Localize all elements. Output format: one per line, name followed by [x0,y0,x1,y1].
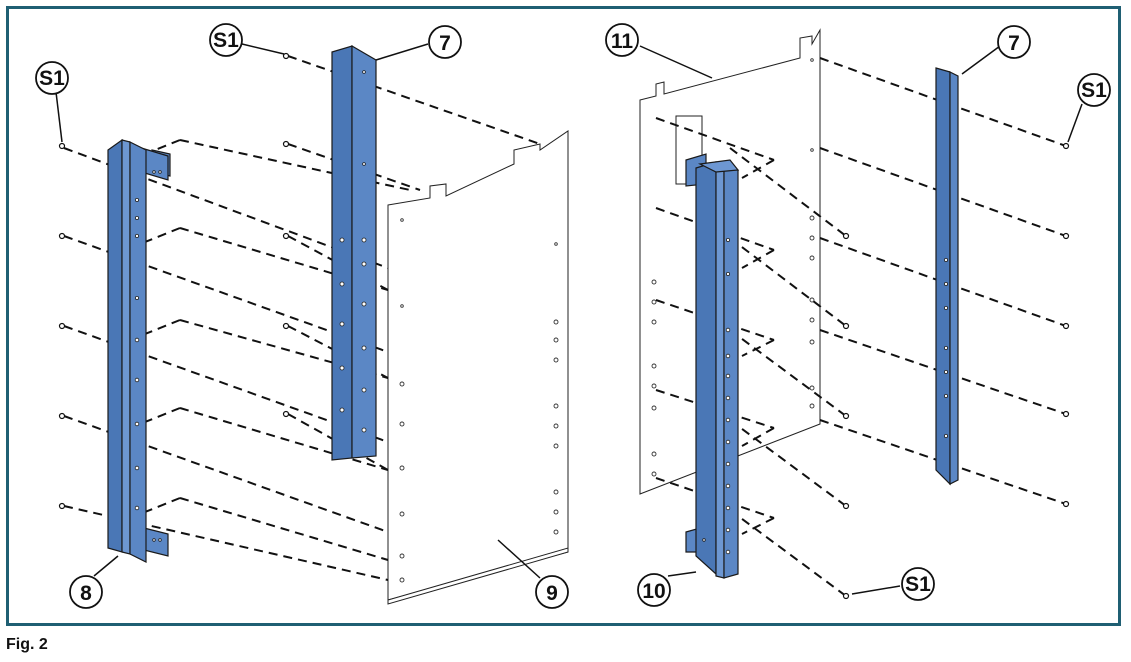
callout-10-label: 10 [642,580,665,603]
callout-7-center-label: 7 [439,32,451,55]
screws-right [842,142,1070,600]
bracket-7-center [331,44,377,461]
callout-s1-right-bottom: S1 [901,567,935,601]
callout-9-label: 9 [546,582,558,605]
callout-10: 10 [637,573,671,607]
callout-s1-right-top-label: S1 [1081,79,1107,102]
callout-s1-right-top: S1 [1077,73,1111,107]
callout-11-label: 11 [611,30,634,53]
callout-9: 9 [535,575,569,609]
callout-7-right-label: 7 [1008,32,1020,55]
bracket-7-right [935,67,959,486]
callout-s1-left-top-label: S1 [39,67,65,90]
callout-7-right: 7 [997,25,1031,59]
callout-leaders [55,43,1083,595]
callout-8-label: 8 [80,582,92,605]
figure-caption: Fig. 2 [6,636,48,653]
callout-7-center: 7 [428,25,462,59]
callout-s1-left-center-label: S1 [213,29,239,52]
screws-left [58,52,290,510]
callout-11: 11 [605,23,639,57]
upright-8 [107,138,171,563]
callout-s1-left-top: S1 [35,61,69,95]
callout-s1-right-bottom-label: S1 [905,573,931,596]
panel-9 [387,130,569,605]
callout-s1-left-center: S1 [209,23,243,57]
callout-8: 8 [69,575,103,609]
upright-10 [685,153,740,579]
